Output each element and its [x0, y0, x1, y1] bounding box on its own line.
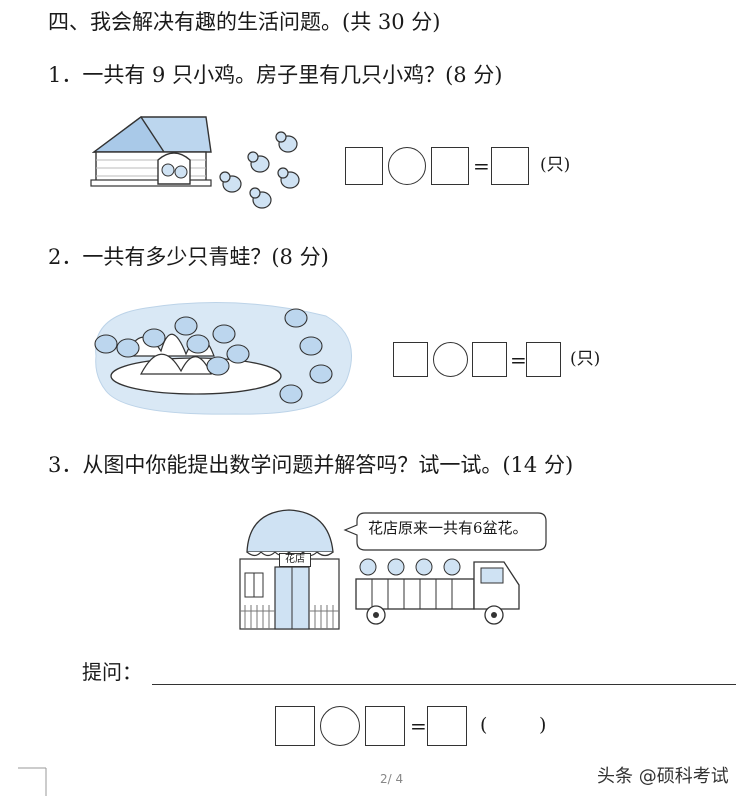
q2-unit-label: (只) — [570, 349, 601, 369]
frogs-pond-illustration — [94, 302, 352, 415]
q2-answer-box-result[interactable] — [526, 342, 561, 377]
q1-unit-label: (只) — [540, 155, 571, 175]
shop-sign: 花店 — [279, 553, 311, 567]
q1-answer-box-1[interactable] — [345, 147, 383, 185]
question-2-text: 2．一共有多少只青蛙？(8 分) — [48, 245, 329, 269]
chicks-outside-illustration — [219, 131, 300, 209]
ask-answer-line[interactable] — [152, 672, 736, 685]
section-title: 四、我会解决有趣的生活问题。(共 30 分) — [48, 10, 441, 34]
q2-equals-sign: = — [510, 348, 527, 372]
q3-equals-sign: = — [410, 714, 427, 738]
q3-answer-box-result[interactable] — [427, 706, 467, 746]
q3-answer-box-2[interactable] — [365, 706, 405, 746]
speech-bubble-text: 花店原来一共有6盆花。 — [368, 519, 528, 537]
watermark-text: 头条 @硕科考试 — [597, 766, 729, 787]
q3-unit-close: ) — [539, 714, 547, 736]
page-number: 2/ 4 — [380, 772, 404, 786]
chicken-house-illustration — [90, 115, 212, 187]
ask-label: 提问： — [82, 660, 142, 684]
q1-answer-box-2[interactable] — [431, 147, 469, 185]
q2-operator-circle[interactable] — [433, 342, 468, 377]
q3-unit-open: ( — [480, 714, 488, 736]
page-corner-mark — [18, 767, 47, 796]
q3-answer-box-1[interactable] — [275, 706, 315, 746]
q1-equals-sign: = — [473, 154, 490, 178]
question-1-text: 1．一共有 9 只小鸡。房子里有几只小鸡？(8 分) — [48, 63, 503, 87]
q2-answer-box-2[interactable] — [472, 342, 507, 377]
q3-operator-circle[interactable] — [320, 706, 360, 746]
q1-answer-box-result[interactable] — [491, 147, 529, 185]
flower-truck-illustration — [355, 558, 520, 625]
flower-shop-illustration — [239, 509, 340, 630]
q2-answer-box-1[interactable] — [393, 342, 428, 377]
question-3-text: 3．从图中你能提出数学问题并解答吗？试一试。(14 分) — [48, 453, 574, 477]
speech-bubble-shape — [343, 512, 547, 551]
q1-operator-circle[interactable] — [388, 147, 426, 185]
